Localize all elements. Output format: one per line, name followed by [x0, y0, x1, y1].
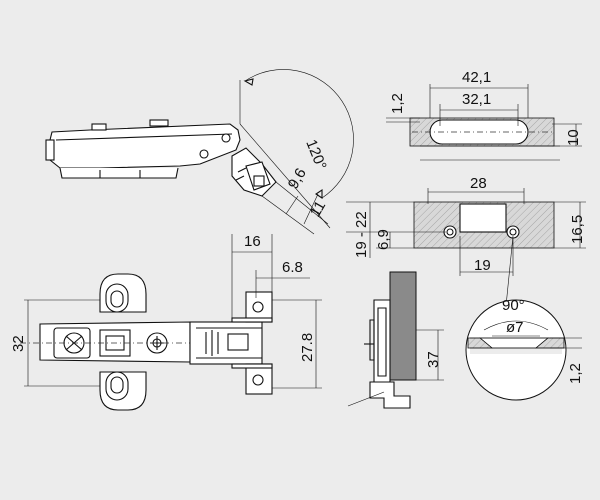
dim-9-6-label: 9,6	[285, 165, 310, 192]
dim-16-5-label: 16,5	[569, 215, 586, 244]
drilling-dimensions: 28 19 19 - 22 6,9 16,5	[346, 175, 586, 307]
cup-depth-dimensions: 9,6 11	[261, 165, 330, 235]
dim-1-2-bottom-label: 1,2	[567, 363, 584, 384]
hinge-top-view: 16 6.8 27.8 32	[10, 233, 322, 411]
drill-detail-circle: 90° ø7 1,2	[465, 297, 584, 401]
dim-37-label: 37	[425, 351, 442, 368]
top-view-dimensions: 16 6.8 27.8 32	[10, 233, 322, 389]
dim-19-label: 19	[474, 257, 491, 274]
dim-6-9-label: 6,9	[375, 229, 392, 250]
dim-42-1-label: 42,1	[462, 69, 491, 86]
angle-90-label: 90°	[502, 297, 525, 314]
drilling-positions-view: 28 19 19 - 22 6,9 16,5	[346, 175, 586, 307]
hinge-side-view: 120° 9,6 11	[45, 69, 354, 235]
dim-28-label: 28	[470, 175, 487, 192]
door-panel	[389, 271, 417, 381]
dim-6-8-label: 6.8	[282, 259, 303, 276]
slot-detail-view: 42,1 32,1 1,2 10	[386, 69, 582, 161]
hinge-arm-top	[20, 321, 200, 363]
dim-16-label: 16	[244, 233, 261, 250]
hinge-arm-profile	[45, 119, 241, 179]
dim-19-22-label: 19 - 22	[353, 211, 370, 258]
dim-32-1-label: 32,1	[462, 91, 491, 108]
dim-32-label: 32	[10, 335, 27, 352]
door-dimension: 37	[416, 329, 444, 381]
hinge-cup-top	[189, 291, 273, 395]
door-section-view: 37	[347, 271, 444, 409]
angle-120-label: 120°	[302, 137, 329, 172]
dim-1-2-top-label: 1,2	[389, 93, 406, 114]
dim-11-label: 11	[307, 198, 330, 220]
dim-27-8-label: 27.8	[299, 333, 316, 362]
slot-dimensions: 42,1 32,1 1,2 10	[386, 69, 582, 147]
opening-angle-dimension: 120°	[239, 69, 354, 229]
dia-7-label: ø7	[506, 319, 524, 336]
dim-10-label: 10	[565, 129, 582, 146]
hinge-cup-opened	[231, 147, 277, 197]
mounting-plate	[99, 273, 147, 411]
